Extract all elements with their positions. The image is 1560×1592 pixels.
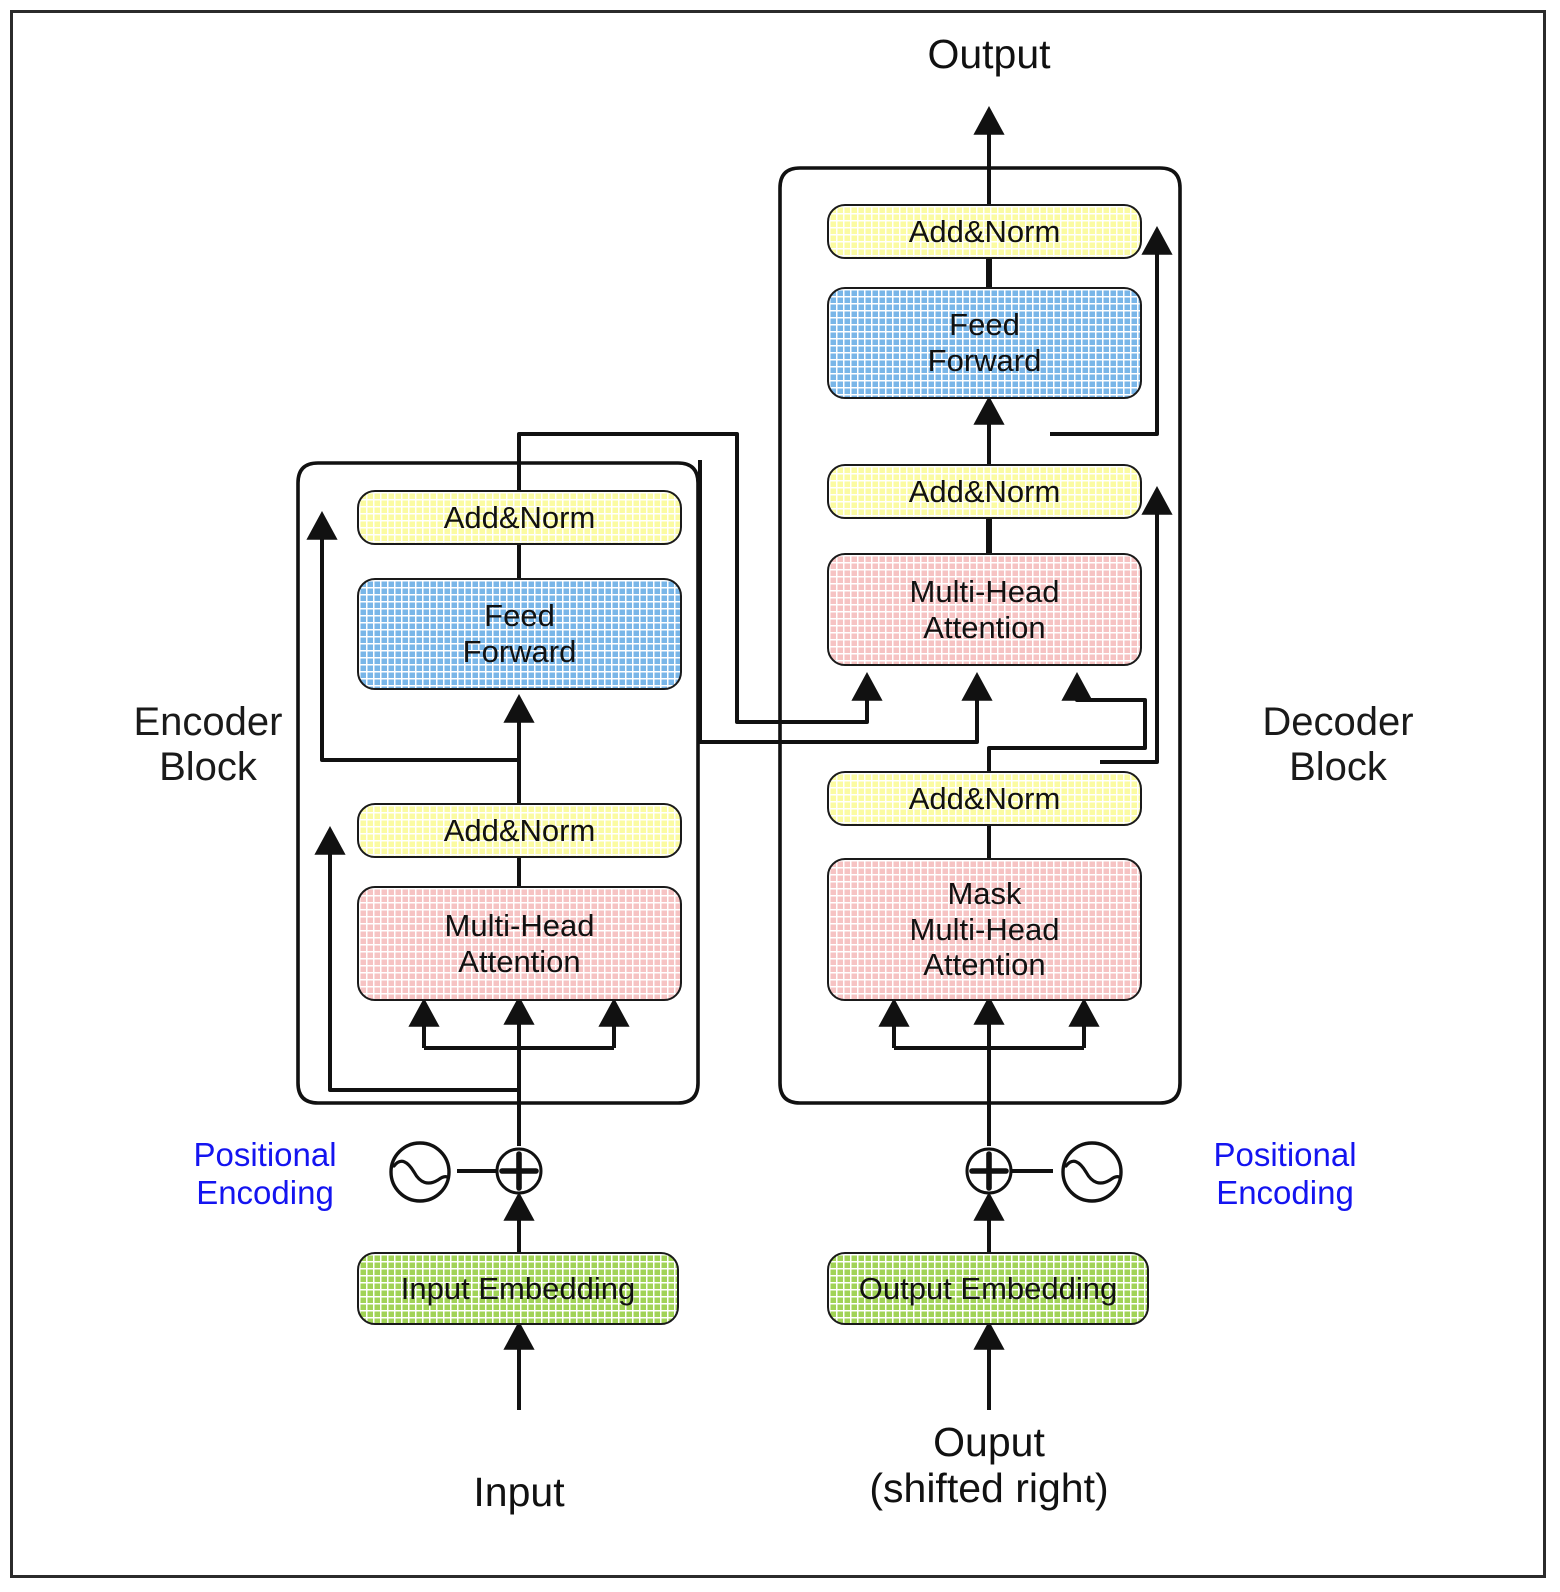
edge-encoder-residual-1 (314, 825, 519, 1092)
decoder-block-outline (778, 166, 1182, 1105)
node-output-embedding[interactable]: Output Embedding (827, 1252, 1149, 1325)
positional-encoding-left-label: Positional Encoding (193, 1136, 337, 1212)
node-encoder-add-norm-2[interactable]: Add&Norm (357, 490, 682, 545)
node-encoder-add-norm-1[interactable]: Add&Norm (357, 803, 682, 858)
sine-wave-icon-right (1061, 1141, 1123, 1203)
edge-decoder-residual-1 (1100, 485, 1173, 764)
diagram-frame-border (10, 10, 1546, 1578)
node-decoder-masked-attention[interactable]: Mask Multi-Head Attention (827, 858, 1142, 1001)
node-decoder-add-norm-2[interactable]: Add&Norm (827, 464, 1142, 519)
input-bottom-label: Input (473, 1469, 565, 1515)
node-encoder-feed-forward[interactable]: Feed Forward (357, 578, 682, 690)
node-input-embedding[interactable]: Input Embedding (357, 1252, 679, 1325)
node-decoder-feed-forward[interactable]: Feed Forward (827, 287, 1142, 399)
output-top-label: Output (927, 31, 1051, 77)
encoder-block-outline (296, 461, 700, 1105)
node-decoder-add-norm-1[interactable]: Add&Norm (827, 771, 1142, 826)
output-bottom-label: Ouput (shifted right) (869, 1419, 1109, 1511)
plus-circle-icon-left (495, 1147, 543, 1195)
edge-encoder-output-rail (517, 432, 883, 724)
plus-circle-icon-right (965, 1147, 1013, 1195)
edge-encoder-residual-2 (306, 510, 519, 762)
encoder-block-label: Encoder Block (133, 700, 283, 789)
edge-encoder-output-rail-branch (698, 460, 993, 744)
sine-wave-icon-left (389, 1141, 451, 1203)
positional-encoding-right-label: Positional Encoding (1213, 1136, 1357, 1212)
node-encoder-multi-head-attention[interactable]: Multi-Head Attention (357, 886, 682, 1001)
node-decoder-add-norm-3[interactable]: Add&Norm (827, 204, 1142, 259)
node-decoder-cross-attention[interactable]: Multi-Head Attention (827, 553, 1142, 666)
edge-decoder-query-rail (987, 671, 1147, 772)
decoder-block-label: Decoder Block (1262, 700, 1414, 789)
edge-decoder-residual-2 (1050, 225, 1173, 436)
